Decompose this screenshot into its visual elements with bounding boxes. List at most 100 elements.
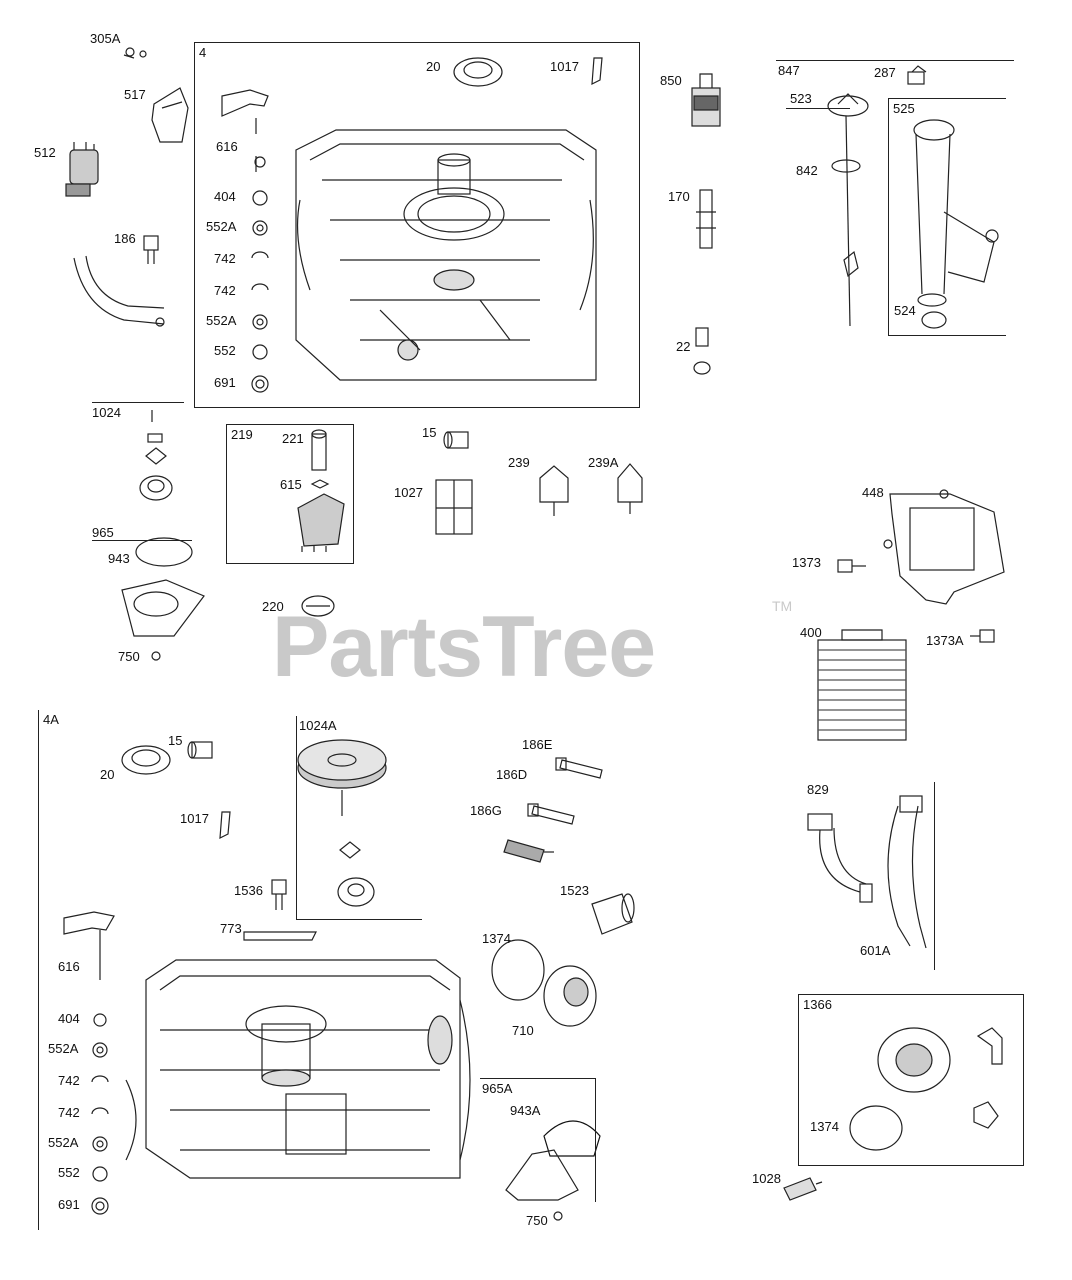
label-1017a: 1017 <box>550 59 579 74</box>
label-186G: 186G <box>470 803 502 818</box>
part-1366-drawing <box>877 1027 1003 1129</box>
part-829-601A-drawing <box>807 795 927 949</box>
part-186-drawing <box>73 235 165 327</box>
label-616a: 616 <box>216 139 238 154</box>
part-186E-drawing <box>555 757 603 779</box>
label-239A: 239A <box>588 455 619 470</box>
label-552Ac: 552A <box>48 1041 79 1056</box>
part-22-drawing <box>693 327 711 375</box>
label-220: 220 <box>262 599 284 614</box>
label-1028: 1028 <box>752 1171 781 1186</box>
part-239A-drawing <box>617 463 643 514</box>
box-tag-4A: 4A <box>43 712 59 727</box>
group-box-965A: 965A <box>480 1078 596 1202</box>
part-1536-drawing <box>271 879 287 910</box>
label-773: 773 <box>220 921 242 936</box>
label-186D: 186D <box>496 767 528 782</box>
group-box-965: 965 <box>92 525 192 541</box>
label-400: 400 <box>800 625 822 640</box>
group-box-525: 525 <box>888 98 1006 336</box>
group-box-523: 523 <box>786 91 850 109</box>
label-842: 842 <box>796 163 818 178</box>
box-tag-4: 4 <box>199 45 207 60</box>
part-20a-drawing <box>453 57 503 87</box>
group-box-847: 847 <box>776 60 1014 78</box>
label-1374a: 1374 <box>482 931 511 946</box>
label-287: 287 <box>874 65 896 80</box>
label-1523: 1523 <box>560 883 589 898</box>
label-15b: 15 <box>168 733 183 748</box>
box-tag-1024: 1024 <box>92 405 121 420</box>
part-287-drawing <box>907 65 927 85</box>
label-552a: 552 <box>214 343 236 358</box>
crankcase-lower-drawing <box>125 959 471 1179</box>
label-552Ab: 552A <box>206 313 237 328</box>
box-tag-219: 219 <box>231 427 253 442</box>
part-1027-drawing <box>435 479 473 535</box>
label-517: 517 <box>124 87 146 102</box>
box-tag-829: 829 <box>807 782 829 797</box>
part-20b-drawing <box>121 745 171 775</box>
label-239: 239 <box>508 455 530 470</box>
box-tag-1024A: 1024A <box>299 718 337 733</box>
part-1024A-drawing <box>297 739 387 907</box>
part-965-drawing <box>121 537 205 661</box>
label-710: 710 <box>512 1023 534 1038</box>
partstree-watermark: PartsTree <box>272 599 656 695</box>
group-box-829: 829 <box>807 782 935 970</box>
part-1373A-drawing <box>970 629 995 643</box>
part-773-drawing <box>243 931 317 941</box>
part-1374a-drawing <box>491 939 545 1001</box>
part-220-drawing <box>301 595 335 617</box>
part-710-drawing <box>543 965 597 1027</box>
group-box-4A: 4A <box>38 710 59 1230</box>
label-615: 615 <box>280 477 302 492</box>
label-742d: 742 <box>58 1105 80 1120</box>
part-523-drawing <box>827 93 869 327</box>
part-170-drawing <box>696 189 716 249</box>
label-552Ad: 552A <box>48 1135 79 1150</box>
part-1017b-drawing <box>219 811 231 840</box>
part-616b-drawing <box>63 911 115 980</box>
label-750a: 750 <box>118 649 140 664</box>
label-943: 943 <box>108 551 130 566</box>
group-box-1366: 1366 <box>798 994 1024 1166</box>
label-552b: 552 <box>58 1165 80 1180</box>
group-box-219: 219 <box>226 424 354 564</box>
label-512: 512 <box>34 145 56 160</box>
part-400-drawing <box>817 629 907 741</box>
label-404a: 404 <box>214 189 236 204</box>
label-850: 850 <box>660 73 682 88</box>
part-1374b-drawing <box>849 1105 903 1151</box>
label-691b: 691 <box>58 1197 80 1212</box>
part-850-drawing <box>691 73 721 127</box>
label-186E: 186E <box>522 737 553 752</box>
box-tag-525: 525 <box>893 101 915 116</box>
box-tag-965: 965 <box>92 525 114 540</box>
part-965A-drawing <box>505 1149 579 1221</box>
label-742a: 742 <box>214 251 236 266</box>
label-524: 524 <box>894 303 916 318</box>
part-239-drawing <box>539 465 569 516</box>
part-517-drawing <box>151 87 189 143</box>
label-750b: 750 <box>526 1213 548 1228</box>
label-186: 186 <box>114 231 136 246</box>
part-15b-drawing <box>187 741 213 759</box>
label-20b: 20 <box>100 767 115 782</box>
label-552Aa: 552A <box>206 219 237 234</box>
label-1017b: 1017 <box>180 811 209 826</box>
crankcase-upper-drawing <box>295 129 597 381</box>
label-448: 448 <box>862 485 884 500</box>
washer-stack-b <box>91 1013 109 1215</box>
part-186G-drawing <box>503 839 554 863</box>
part-448-drawing <box>883 489 1005 605</box>
part-525-drawing <box>913 119 999 329</box>
label-1027: 1027 <box>394 485 423 500</box>
label-616b: 616 <box>58 959 80 974</box>
part-616a-drawing <box>221 89 269 134</box>
part-512-drawing <box>65 142 99 197</box>
part-221-615-219-drawing <box>297 429 345 552</box>
label-1373: 1373 <box>792 555 821 570</box>
label-1374b: 1374 <box>810 1119 839 1134</box>
